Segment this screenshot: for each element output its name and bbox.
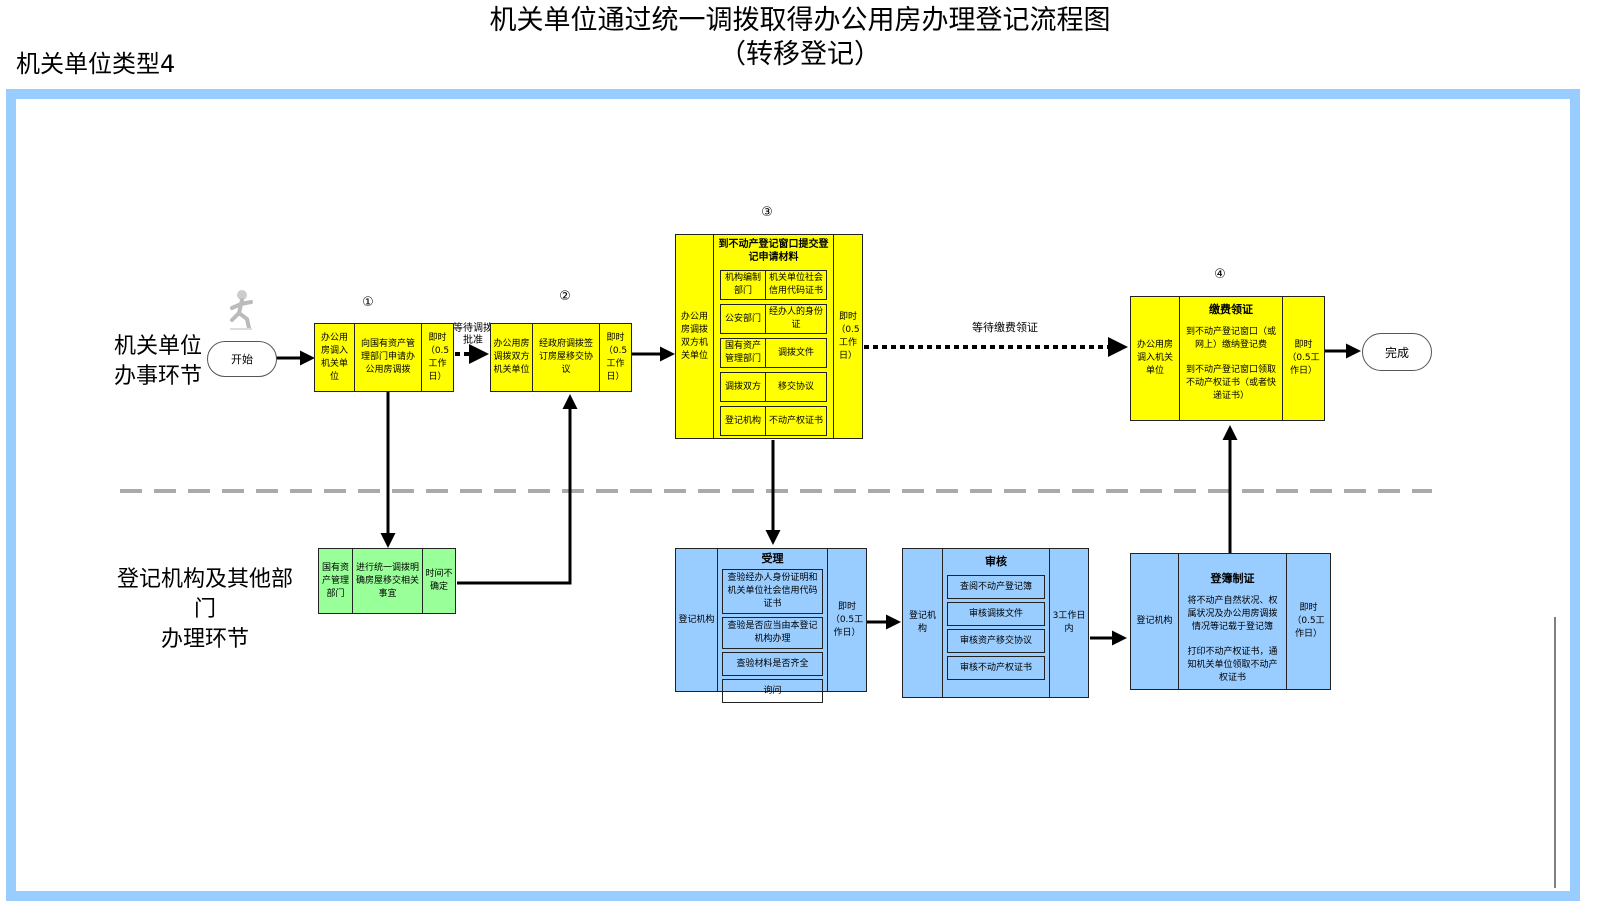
material-source: 机构编制部门 bbox=[721, 271, 766, 299]
start-terminal: 开始 bbox=[207, 341, 277, 377]
step4-time: 即时（0.5工作日） bbox=[1287, 340, 1320, 376]
step2-box: 办公用房调拨双方机关单位 经政府调拨签订房屋移交协议 即时（0.5工作日） bbox=[490, 323, 632, 392]
material-item: 国有资产管理部门调拨文件 bbox=[720, 338, 827, 368]
material-item: 公安部门经办人的身份证 bbox=[720, 304, 827, 334]
review-title: 审核 bbox=[985, 555, 1007, 568]
accept-item: 询问 bbox=[722, 679, 823, 703]
title-line-2: （转移登记） bbox=[719, 39, 881, 70]
accept-item: 查验经办人身份证明和机关单位社会信用代码证书 bbox=[722, 569, 823, 614]
step2-action: 经政府调拨签订房屋移交协议 bbox=[533, 324, 600, 391]
wait-approval-line1: 等待调拨 bbox=[453, 323, 493, 334]
register-title: 登簿制证 bbox=[1210, 572, 1255, 585]
lane-label-registry: 登记机构及其他部门 办理环节 bbox=[110, 565, 300, 655]
material-item: 机构编制部门机关单位社会信用代码证书 bbox=[720, 270, 827, 300]
review-items: 查阅不动产登记簿审核调拨文件审核资产移交协议审核不动产权证书 bbox=[943, 572, 1049, 683]
step-number-3: ③ bbox=[761, 205, 773, 220]
register-content: 登簿制证 将不动产自然状况、权属状况及办公用房调拨情况等记载于登记簿 打印不动产… bbox=[1179, 554, 1287, 689]
asset-dept-actor: 国有资产管理部门 bbox=[319, 549, 353, 613]
step4-actor: 办公用房调入机关单位 bbox=[1131, 297, 1180, 420]
lane-label-agency-line2: 办事环节 bbox=[113, 364, 202, 389]
review-item: 审核不动产权证书 bbox=[947, 656, 1045, 680]
step1-action: 向国有资产管理部门申请办公用房调拨 bbox=[355, 324, 422, 391]
review-time: 3工作日内 bbox=[1052, 611, 1086, 634]
step1-actor: 办公用房调入机关单位 bbox=[315, 324, 355, 391]
review-item: 审核调拨文件 bbox=[947, 602, 1045, 626]
end-terminal: 完成 bbox=[1362, 333, 1432, 371]
review-item: 审核资产移交协议 bbox=[947, 629, 1045, 653]
lane-label-agency-line1: 机关单位 bbox=[113, 334, 202, 359]
step3-title: 到不动产登记窗口提交登记申请材料 bbox=[718, 239, 829, 263]
accept-items: 查验经办人身份证明和机关单位社会信用代码证书查验是否应当由本登记机构办理查验材料… bbox=[718, 566, 827, 706]
arrow-green-to-step2 bbox=[457, 394, 578, 585]
accept-content: 受理 查验经办人身份证明和机关单位社会信用代码证书查验是否应当由本登记机构办理查… bbox=[718, 549, 828, 703]
asset-dept-box: 国有资产管理部门 进行统一调拨明确房屋移交相关事宜 时间不确定 bbox=[318, 548, 456, 614]
material-source: 国有资产管理部门 bbox=[721, 339, 766, 367]
step1-box: 办公用房调入机关单位 向国有资产管理部门申请办公用房调拨 即时（0.5工作日） bbox=[314, 323, 454, 392]
step-number-1: ① bbox=[362, 295, 374, 310]
materials-list: 机构编制部门机关单位社会信用代码证书公安部门经办人的身份证国有资产管理部门调拨文… bbox=[714, 266, 833, 440]
asset-dept-action: 进行统一调拨明确房屋移交相关事宜 bbox=[353, 549, 423, 613]
material-document: 机关单位社会信用代码证书 bbox=[768, 273, 823, 296]
review-box: 登记机构 审核 查阅不动产登记簿审核调拨文件审核资产移交协议审核不动产权证书 3… bbox=[902, 548, 1089, 698]
step4-box: 办公用房调入机关单位 缴费领证 到不动产登记窗口（或网上）缴纳登记费 到不动产登… bbox=[1130, 296, 1325, 421]
step3-actor: 办公用房调拨双方机关单位 bbox=[676, 235, 714, 438]
step4-para1: 到不动产登记窗口（或网上）缴纳登记费 bbox=[1186, 327, 1277, 350]
material-source: 调拨双方 bbox=[721, 373, 766, 401]
title-line-1: 机关单位通过统一调拨取得办公用房办理登记流程图 bbox=[489, 5, 1111, 36]
material-item: 调拨双方移交协议 bbox=[720, 372, 827, 402]
material-document: 调拨文件 bbox=[777, 347, 814, 358]
register-box: 登记机构 登簿制证 将不动产自然状况、权属状况及办公用房调拨情况等记载于登记簿 … bbox=[1130, 553, 1331, 690]
step4-para2: 到不动产登记窗口领取不动产权证书（或者快递证书） bbox=[1186, 365, 1277, 401]
accept-box: 登记机构 受理 查验经办人身份证明和机关单位社会信用代码证书查验是否应当由本登记… bbox=[675, 548, 867, 703]
review-content: 审核 查阅不动产登记簿审核调拨文件审核资产移交协议审核不动产权证书 bbox=[943, 549, 1050, 697]
step-number-2: ② bbox=[559, 289, 571, 304]
register-para1: 将不动产自然状况、权属状况及办公用房调拨情况等记载于登记簿 bbox=[1187, 596, 1278, 632]
material-document: 移交协议 bbox=[777, 381, 814, 392]
page-title: 机关单位通过统一调拨取得办公用房办理登记流程图 （转移登记） bbox=[0, 4, 1600, 72]
step2-actor: 办公用房调拨双方机关单位 bbox=[491, 324, 533, 391]
material-source: 登记机构 bbox=[721, 407, 766, 435]
review-item: 查阅不动产登记簿 bbox=[947, 575, 1045, 599]
accept-item: 查验是否应当由本登记机构办理 bbox=[722, 617, 823, 649]
step4-title: 缴费领证 bbox=[1209, 303, 1253, 316]
material-document: 不动产权证书 bbox=[768, 415, 823, 426]
running-person-icon bbox=[222, 288, 262, 333]
lane-label-agency: 机关单位 办事环节 bbox=[106, 332, 210, 392]
asset-dept-time: 时间不确定 bbox=[425, 569, 453, 592]
accept-title: 受理 bbox=[761, 552, 784, 565]
diagram-frame bbox=[6, 89, 1580, 901]
accept-actor: 登记机构 bbox=[676, 549, 718, 691]
accept-time: 即时（0.5工作日） bbox=[830, 601, 864, 638]
step4-content: 缴费领证 到不动产登记窗口（或网上）缴纳登记费 到不动产登记窗口领取不动产权证书… bbox=[1180, 297, 1283, 420]
wait-approval-label: 等待调拨 批准 bbox=[452, 323, 494, 347]
register-actor: 登记机构 bbox=[1131, 554, 1179, 689]
wait-fee-label: 等待缴费领证 bbox=[972, 321, 1038, 334]
step1-time: 即时（0.5工作日） bbox=[425, 332, 450, 382]
wait-approval-line2: 批准 bbox=[463, 335, 483, 346]
material-document: 经办人的身份证 bbox=[768, 307, 823, 330]
material-item: 登记机构不动产权证书 bbox=[720, 406, 827, 436]
material-source: 公安部门 bbox=[721, 305, 766, 333]
accept-item: 查验材料是否齐全 bbox=[722, 652, 823, 676]
review-actor: 登记机构 bbox=[903, 549, 943, 697]
step-number-4: ④ bbox=[1214, 267, 1226, 282]
document-type-label: 机关单位类型4 bbox=[16, 50, 176, 78]
lane-label-registry-line2: 办理环节 bbox=[160, 627, 249, 652]
step3-box: 办公用房调拨双方机关单位 到不动产登记窗口提交登记申请材料 机构编制部门机关单位… bbox=[675, 234, 863, 439]
register-time: 即时（0.5工作日） bbox=[1292, 603, 1325, 639]
step2-time: 即时（0.5工作日） bbox=[603, 332, 628, 382]
lane-label-registry-line1: 登记机构及其他部门 bbox=[116, 567, 293, 622]
step3-time: 即时（0.5工作日） bbox=[836, 311, 860, 361]
step3-content: 到不动产登记窗口提交登记申请材料 机构编制部门机关单位社会信用代码证书公安部门经… bbox=[714, 235, 834, 438]
register-para2: 打印不动产权证书，通知机关单位领取不动产权证书 bbox=[1187, 647, 1278, 683]
